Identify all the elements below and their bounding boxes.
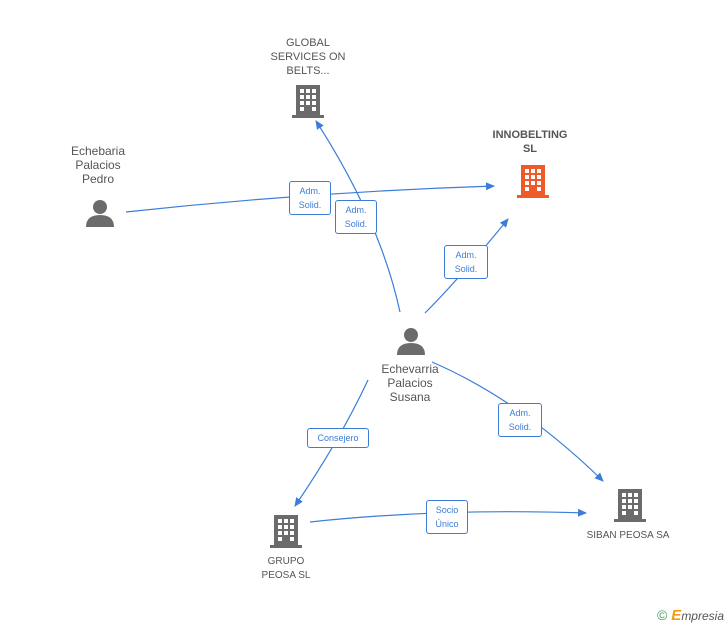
person-icon[interactable] [397,328,425,355]
building-icon[interactable] [292,85,324,118]
node-label-global-services[interactable]: GLOBAL SERVICES ON BELTS... [270,37,346,77]
building-icon-highlight[interactable] [517,165,549,198]
node-label-grupo-peosa[interactable]: GRUPO PEOSA SL [261,556,311,581]
node-label-siban-peosa[interactable]: SIBAN PEOSA SA [586,530,670,541]
empresia-brand: ©Empresia [657,607,724,624]
edge-tag-grupo-siban[interactable]: Socio Único [426,500,468,534]
node-label-innobelting[interactable]: INNOBELTING SL [492,129,568,155]
node-label-echevarria-susana[interactable]: Echevarria Palacios Susana [381,362,439,404]
brand-name: mpresia [681,609,724,623]
edge-tag-susana-innobelting[interactable]: Adm. Solid. [444,245,488,279]
edge-tag-susana-global[interactable]: Adm. Solid. [335,200,377,234]
building-icon[interactable] [270,515,302,548]
edge-tag-susana-grupo[interactable]: Consejero [307,428,369,448]
edge-tag-susana-siban[interactable]: Adm. Solid. [498,403,542,437]
building-icon[interactable] [614,489,646,522]
edge-tag-pedro-innobelting[interactable]: Adm. Solid. [289,181,331,215]
person-icon[interactable] [86,200,114,227]
copyright-icon: © [656,607,668,623]
node-label-echebaria-pedro[interactable]: Echebaria Palacios Pedro [70,144,126,186]
brand-initial: E [671,607,682,624]
